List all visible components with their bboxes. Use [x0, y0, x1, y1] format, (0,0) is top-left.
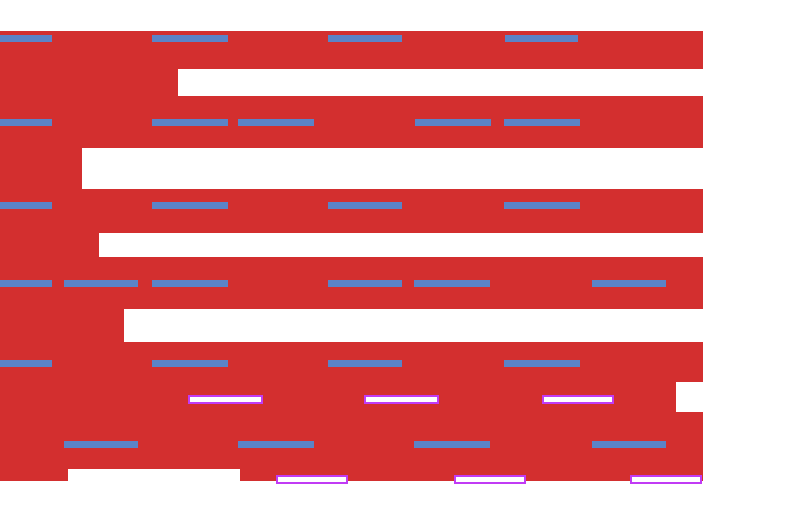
- text-bar: [504, 360, 580, 367]
- gap-band-7: [0, 481, 799, 509]
- gap-band-3: [99, 233, 703, 257]
- text-bar: [152, 119, 228, 126]
- hyperlink-bar[interactable]: [188, 395, 263, 404]
- hyperlink-bar[interactable]: [364, 395, 439, 404]
- text-bar: [64, 441, 138, 448]
- text-bar: [0, 202, 52, 209]
- text-bar: [592, 441, 666, 448]
- gap-band-5: [676, 382, 703, 412]
- hyperlink-bar[interactable]: [276, 475, 348, 484]
- text-bar: [504, 119, 580, 126]
- text-bar: [152, 360, 228, 367]
- redact-band-1: [0, 31, 703, 489]
- text-bar: [152, 202, 228, 209]
- text-bar: [414, 441, 490, 448]
- hyperlink-bar[interactable]: [630, 475, 702, 484]
- hyperlink-bar[interactable]: [542, 395, 614, 404]
- text-bar: [0, 360, 52, 367]
- text-bar: [64, 280, 138, 287]
- gap-band-2: [82, 148, 703, 189]
- text-bar: [504, 202, 580, 209]
- text-bar: [328, 35, 402, 42]
- text-bar: [328, 202, 402, 209]
- text-bar: [415, 119, 491, 126]
- text-bar: [0, 119, 52, 126]
- text-bar: [505, 35, 578, 42]
- text-bar: [238, 119, 314, 126]
- hyperlink-bar[interactable]: [454, 475, 526, 484]
- text-bar: [414, 280, 490, 287]
- gap-band-1: [178, 69, 703, 96]
- text-bar: [592, 280, 666, 287]
- text-bar: [238, 441, 314, 448]
- text-bar: [0, 35, 52, 42]
- text-bar: [328, 280, 402, 287]
- document-title: Redacted Document Overlay: [0, 0, 1, 1]
- text-bar: [152, 35, 228, 42]
- text-bar: [0, 280, 52, 287]
- text-bar: [328, 360, 402, 367]
- gap-band-4: [124, 309, 703, 342]
- text-bar: [152, 280, 228, 287]
